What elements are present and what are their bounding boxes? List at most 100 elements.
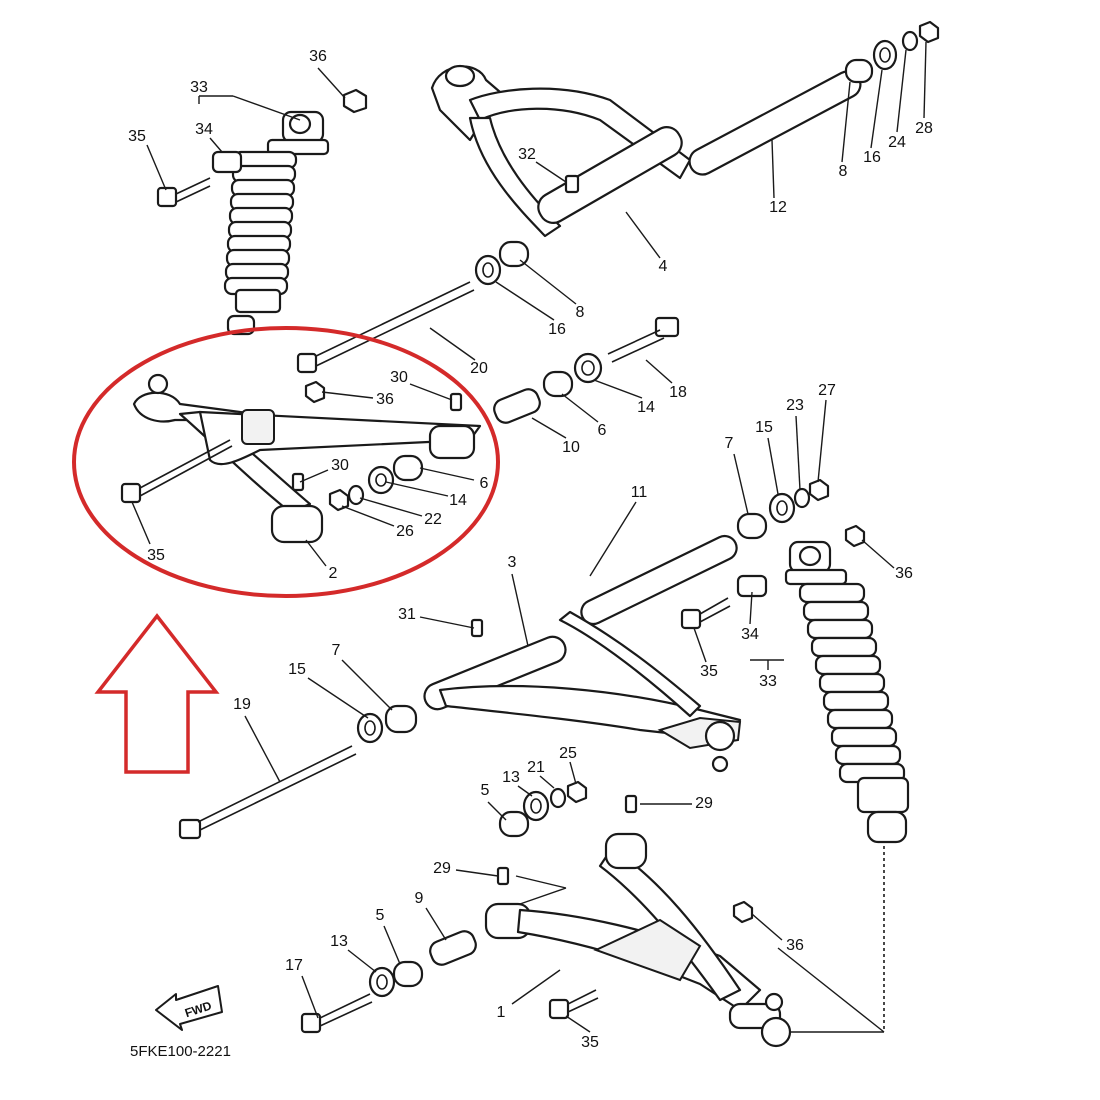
leader-line bbox=[232, 95, 301, 121]
callout-1: 1 bbox=[497, 1004, 506, 1021]
callout-9: 9 bbox=[415, 890, 424, 907]
callout-34: 34 bbox=[741, 626, 759, 643]
callout-26: 26 bbox=[396, 523, 414, 540]
callout-17: 17 bbox=[285, 957, 303, 974]
leader-line bbox=[321, 391, 374, 399]
drawing-code: 5FKE100-2221 bbox=[130, 1043, 231, 1060]
callout-5: 5 bbox=[481, 782, 490, 799]
fwd-arrow-icon: FWD bbox=[155, 985, 223, 1031]
leader-line bbox=[733, 453, 749, 515]
bushing-6-arm bbox=[392, 454, 424, 482]
collar-9 bbox=[429, 930, 477, 966]
callout-13: 13 bbox=[330, 933, 348, 950]
pivot-shaft-11 bbox=[580, 534, 738, 626]
leader-line bbox=[625, 211, 661, 259]
bushing-7-left bbox=[384, 704, 418, 734]
callout-36: 36 bbox=[309, 48, 327, 65]
callout-31: 31 bbox=[398, 606, 416, 623]
leader-line bbox=[419, 616, 475, 629]
upper-arm-front bbox=[132, 373, 482, 544]
upper-arm-rear bbox=[430, 64, 692, 238]
callout-32: 32 bbox=[518, 146, 536, 163]
leader-line bbox=[519, 887, 567, 905]
callout-22: 22 bbox=[424, 511, 442, 528]
leader-line bbox=[517, 785, 533, 797]
seal-15-left bbox=[356, 712, 384, 744]
spring-coil bbox=[802, 600, 870, 622]
spring-coil bbox=[818, 672, 886, 694]
leader-line bbox=[487, 801, 507, 821]
leader-line bbox=[751, 913, 783, 941]
leader-line bbox=[861, 539, 895, 569]
leader-line bbox=[511, 573, 529, 647]
grease-nipple-29-upper bbox=[624, 794, 638, 814]
leader-line bbox=[561, 393, 599, 423]
callout-11: 11 bbox=[631, 484, 648, 501]
leader-line bbox=[771, 139, 775, 199]
seal-15-right bbox=[768, 492, 796, 524]
leader-line bbox=[565, 1015, 591, 1033]
callout-7: 7 bbox=[332, 642, 341, 659]
callout-21: 21 bbox=[527, 759, 545, 776]
leader-line bbox=[817, 399, 827, 483]
leader-line bbox=[341, 505, 395, 527]
leader-line bbox=[455, 869, 499, 877]
washer-24 bbox=[901, 30, 919, 52]
seal-16-mid bbox=[474, 254, 502, 286]
callout-29: 29 bbox=[695, 795, 713, 812]
leader-line bbox=[317, 67, 346, 99]
nut-28 bbox=[918, 20, 940, 44]
callout-6: 6 bbox=[480, 475, 489, 492]
highlight-arrow bbox=[94, 613, 220, 774]
bolt-35-arm bbox=[120, 439, 233, 504]
spring-coil bbox=[810, 636, 878, 658]
bolt-18 bbox=[607, 316, 680, 363]
leader-line bbox=[409, 383, 453, 401]
bushing-8-top bbox=[844, 58, 874, 84]
leader-line bbox=[645, 359, 673, 384]
callout-3: 3 bbox=[508, 554, 517, 571]
long-bolt-19 bbox=[178, 745, 357, 840]
callout-27: 27 bbox=[818, 382, 836, 399]
washer-21 bbox=[549, 787, 567, 809]
leader-line bbox=[209, 137, 223, 153]
callout-15: 15 bbox=[755, 419, 773, 436]
leader-line bbox=[593, 379, 643, 399]
callout-12: 12 bbox=[769, 199, 787, 216]
leader-line bbox=[131, 501, 151, 545]
highlight-ellipse bbox=[72, 326, 500, 598]
callout-30: 30 bbox=[331, 457, 349, 474]
upper-arm-middle bbox=[423, 610, 742, 773]
callout-24: 24 bbox=[888, 134, 906, 151]
callout-18: 18 bbox=[669, 384, 687, 401]
spring-coil bbox=[826, 708, 894, 730]
shock-bolt-top bbox=[156, 177, 211, 208]
long-bolt-20 bbox=[296, 281, 475, 374]
leader-line bbox=[896, 49, 907, 133]
leader-line bbox=[495, 281, 555, 321]
callout-13: 13 bbox=[502, 769, 520, 786]
leader-line bbox=[767, 437, 779, 495]
callout-4: 4 bbox=[659, 258, 668, 275]
leader-line bbox=[341, 659, 393, 711]
callout-28: 28 bbox=[915, 120, 933, 137]
leader-line bbox=[539, 775, 555, 789]
bolt-35-right bbox=[680, 597, 731, 630]
leader-line bbox=[383, 925, 401, 965]
spring-coil bbox=[814, 654, 882, 676]
callout-33: 33 bbox=[759, 673, 777, 690]
leader-line bbox=[385, 481, 449, 497]
leader-line bbox=[535, 161, 567, 183]
callout-8: 8 bbox=[839, 163, 848, 180]
callout-16: 16 bbox=[548, 321, 566, 338]
grease-nipple-30-upper bbox=[449, 392, 463, 412]
seal-16-top bbox=[872, 39, 898, 71]
callout-2: 2 bbox=[329, 565, 338, 582]
nut-27 bbox=[808, 478, 830, 502]
leader-line bbox=[841, 81, 851, 163]
shock-absorber-right bbox=[784, 540, 910, 844]
lower-arm bbox=[484, 832, 792, 1048]
leader-line bbox=[299, 469, 329, 483]
seal-13-upper bbox=[522, 790, 550, 822]
callout-20: 20 bbox=[470, 360, 488, 377]
